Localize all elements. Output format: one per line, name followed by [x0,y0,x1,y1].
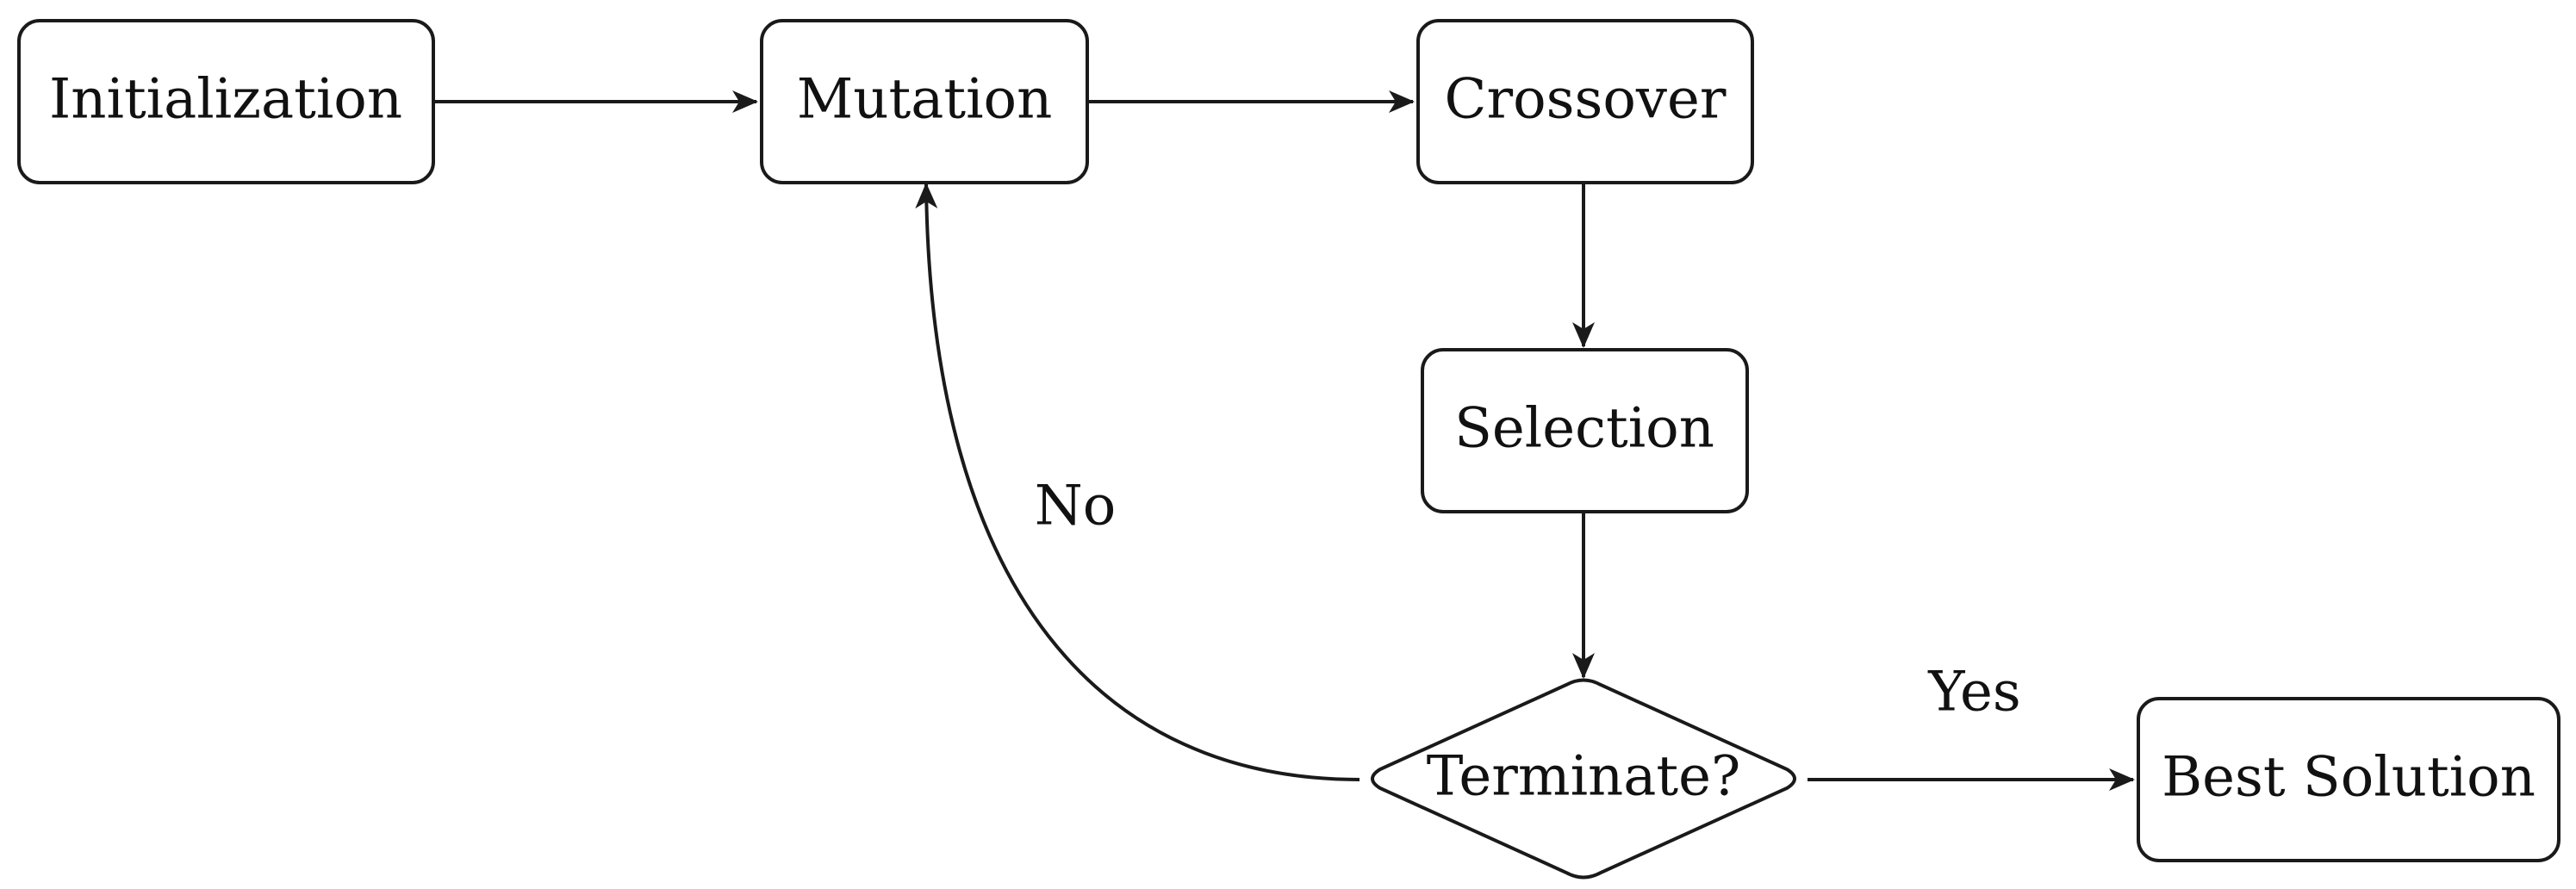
edge-terminate-to-mutation-loop [915,183,1360,781]
edge-label-yes: Yes [1927,661,2020,724]
node-mutation: Mutation [760,19,1089,184]
node-crossover: Crossover [1416,19,1754,184]
node-initialization-label: Initialization [49,68,402,132]
node-initialization: Initialization [17,19,435,184]
node-best-solution: Best Solution [2137,697,2560,862]
node-terminate-label: Terminate? [1427,745,1741,809]
node-best-solution-label: Best Solution [2162,746,2536,810]
node-selection: Selection [1421,348,1749,513]
node-mutation-label: Mutation [797,68,1053,132]
node-terminate: Terminate? [1371,678,1796,880]
node-crossover-label: Crossover [1445,68,1727,132]
node-selection-label: Selection [1454,397,1714,461]
edge-label-no: No [1035,475,1117,538]
